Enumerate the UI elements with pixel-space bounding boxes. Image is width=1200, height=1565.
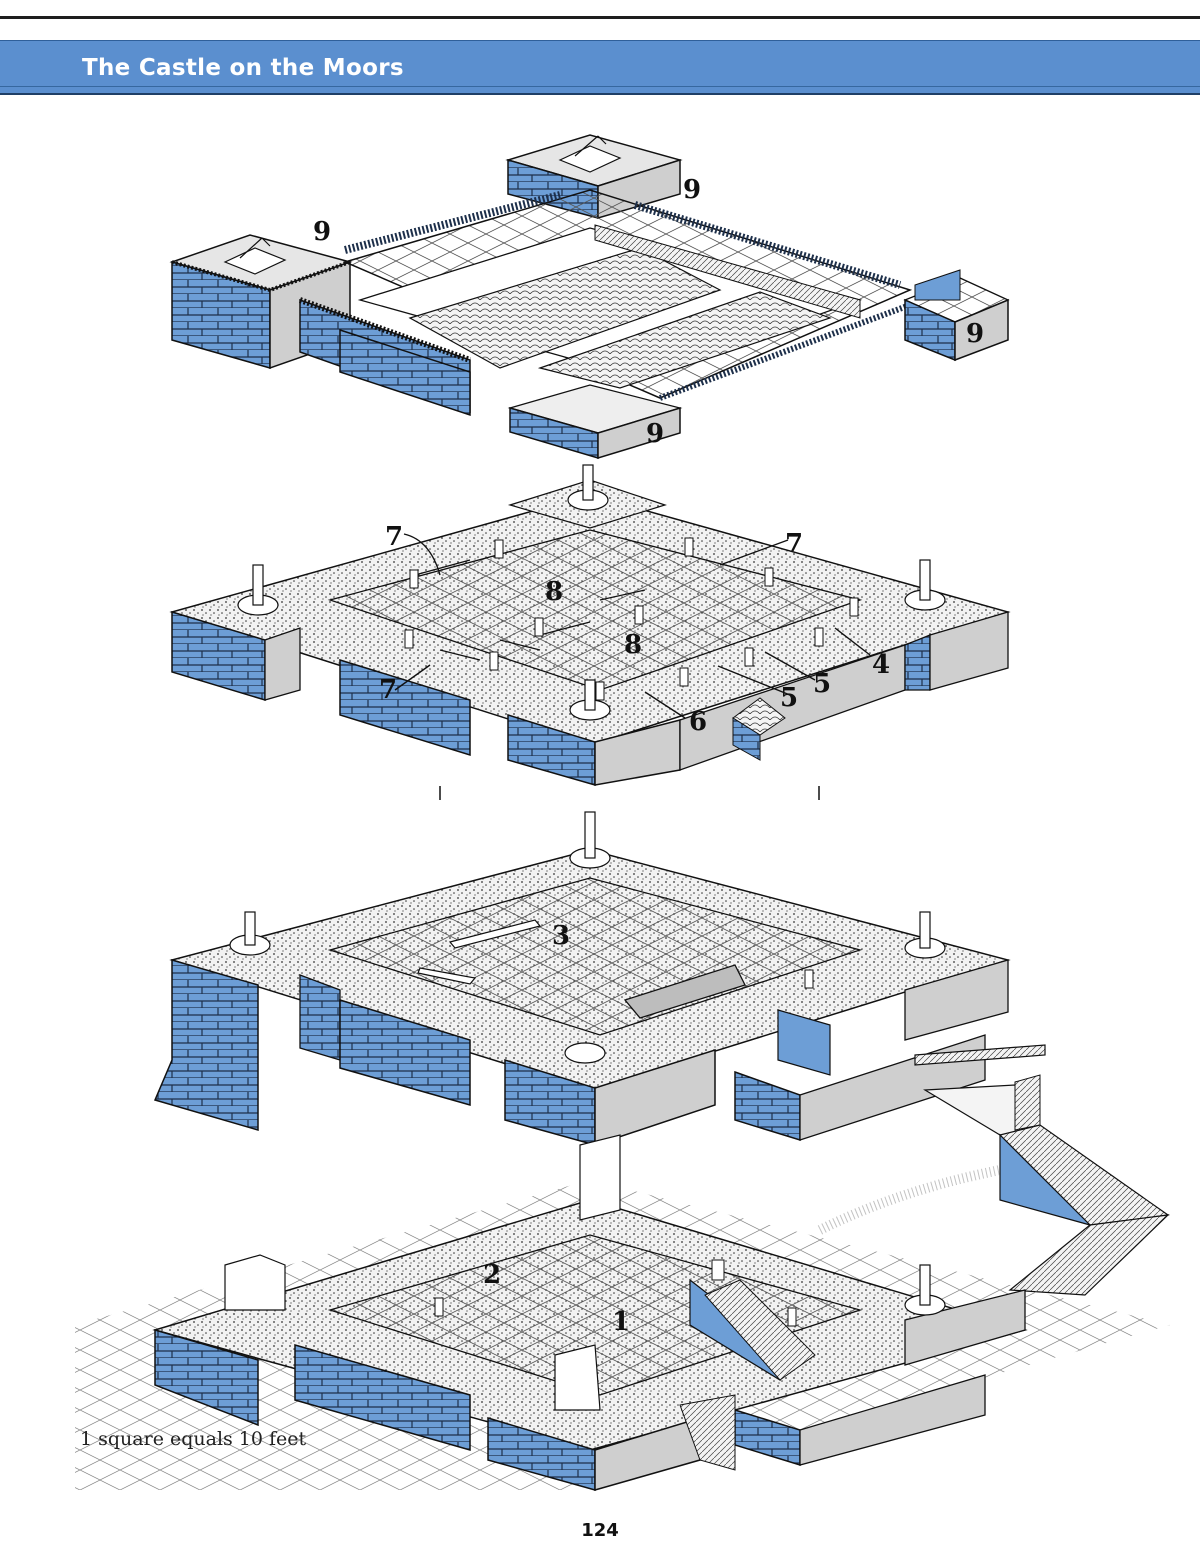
area-label-7: 7 <box>785 529 803 559</box>
area-label-7: 7 <box>385 522 403 552</box>
stair-post-icon <box>244 911 256 946</box>
stair-tower-icon <box>579 1134 621 1221</box>
middle-floor-level: 3 <box>153 811 1170 1296</box>
ground-floor-level: 2 1 <box>75 1134 1170 1491</box>
area-label-5: 5 <box>813 669 831 699</box>
area-label-7: 7 <box>379 675 397 705</box>
area-label-8: 8 <box>545 577 563 607</box>
stair-post-icon <box>252 564 264 606</box>
area-label-8: 8 <box>624 630 642 660</box>
catapult-icon <box>223 237 287 275</box>
area-label-9: 9 <box>313 217 331 247</box>
battlements-level: 9 9 9 9 <box>169 134 1010 460</box>
top-rule <box>0 16 1200 19</box>
area-label-9: 9 <box>966 319 984 349</box>
stair-post-icon <box>584 679 596 711</box>
catapult-icon <box>558 135 622 173</box>
area-label-2: 2 <box>483 1260 501 1290</box>
stair-post-icon <box>919 911 931 949</box>
stair-post-icon <box>919 559 931 601</box>
area-label-5: 5 <box>780 683 798 713</box>
area-label-9: 9 <box>646 419 664 449</box>
area-label-6: 6 <box>689 707 707 737</box>
door-icons <box>404 537 859 701</box>
stair-tower-icon <box>224 1254 286 1311</box>
stair-post-icon <box>582 464 594 501</box>
scale-note: 1 square equals 10 feet <box>80 1428 307 1450</box>
stair-post-icon <box>584 811 596 859</box>
stair-tower-icon <box>554 1344 601 1411</box>
leader-lines <box>394 533 871 719</box>
page-title: The Castle on the Moors <box>82 55 404 81</box>
door-icons <box>434 1259 797 1327</box>
title-bar: The Castle on the Moors <box>0 40 1200 95</box>
bench-icons <box>417 919 542 985</box>
upper-floor-level: 7 7 7 8 8 4 5 5 6 <box>169 464 1011 800</box>
area-label-1: 1 <box>612 1307 630 1337</box>
spiral-stair-icon <box>564 1042 606 1064</box>
area-label-9: 9 <box>683 175 701 205</box>
stair-post-icon <box>919 1264 931 1306</box>
area-label-4: 4 <box>872 650 890 680</box>
door-icons <box>804 969 814 989</box>
page-number: 124 <box>581 1520 619 1541</box>
area-label-3: 3 <box>552 921 570 951</box>
